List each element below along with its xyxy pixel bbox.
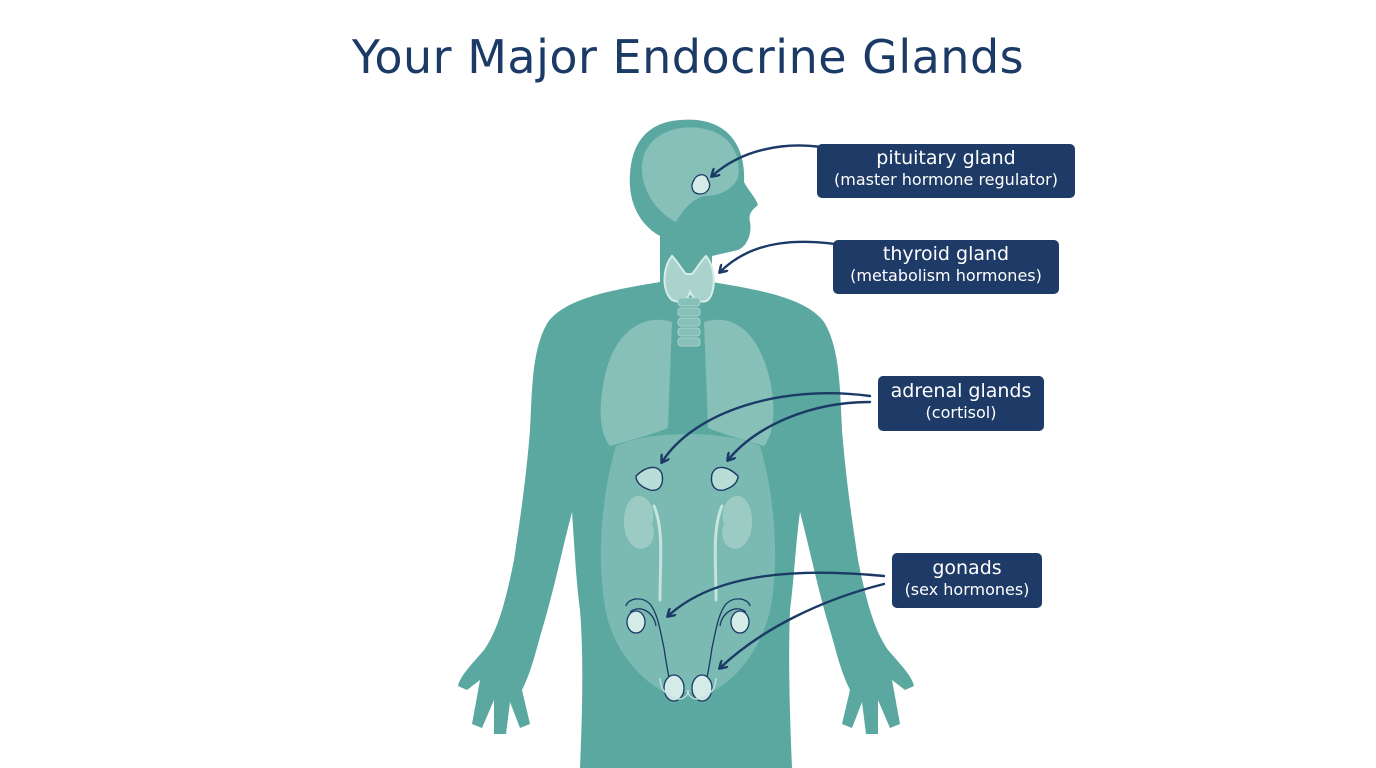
gonads-label: gonads (sex hormones) (892, 553, 1042, 608)
brain (641, 127, 739, 222)
gonads-arrow-left (668, 571, 886, 616)
gonads-shape (625, 598, 751, 702)
pituitary-shape (691, 174, 711, 195)
adrenal-name: adrenal glands (890, 380, 1032, 402)
gonads-name: gonads (932, 557, 1002, 579)
thyroid-name: thyroid gland (882, 243, 1010, 265)
trachea (677, 297, 701, 347)
thyroid-detail: (metabolism hormones) (850, 266, 1042, 285)
diagram-title: Your Major Endocrine Glands (351, 30, 1025, 84)
thyroid-label: thyroid gland (metabolism hormones) (833, 240, 1059, 294)
kidneys (624, 495, 752, 549)
adrenal-arrow-right (728, 400, 872, 460)
thyroid-shape (663, 254, 715, 303)
pituitary-label: pituitary gland (master hormone regulato… (817, 144, 1075, 198)
pituitary-detail: (master hormone regulator) (834, 170, 1058, 189)
adrenal-arrow-left (662, 392, 872, 462)
adrenal-glands-shape (635, 466, 739, 491)
pituitary-name: pituitary gland (876, 147, 1016, 169)
adrenal-label: adrenal glands (cortisol) (878, 376, 1044, 431)
gonads-detail: (sex hormones) (904, 580, 1030, 599)
gonads-arrow-right (720, 582, 886, 668)
adrenal-detail: (cortisol) (925, 403, 997, 422)
abdominal-cavity (600, 434, 776, 692)
